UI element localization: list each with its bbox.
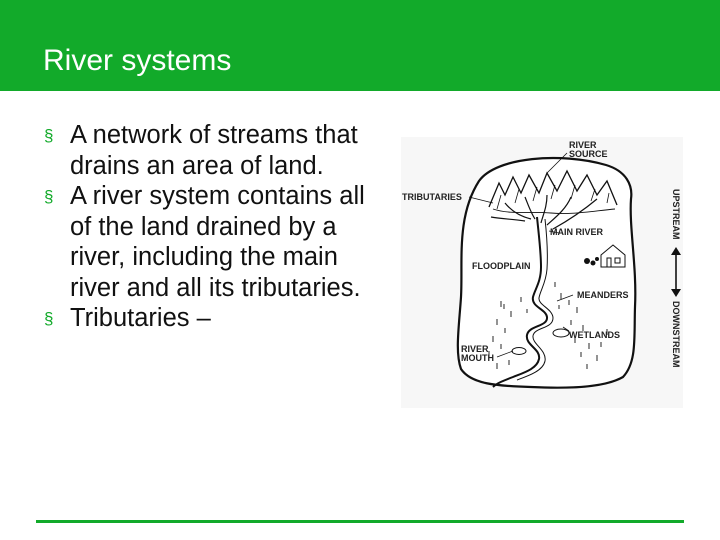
label-leaders (468, 152, 574, 358)
label-upstream: UPSTREAM (671, 189, 681, 240)
label-main-river: MAIN RIVER (550, 227, 604, 237)
slide-title: River systems (43, 44, 232, 77)
bullet-marker: § (44, 126, 54, 145)
up-down-arrow-icon (671, 247, 681, 297)
bullet-text: A river system contains all of the land … (70, 182, 365, 302)
bullet-marker: § (44, 309, 54, 328)
bullet-item: § A river system contains all of the land… (44, 181, 384, 303)
main-river (492, 216, 548, 388)
label-tributaries: TRIBUTARIES (402, 192, 462, 202)
bullet-text: Tributaries – (70, 304, 211, 332)
house-icon (600, 244, 626, 268)
bullet-item: § A network of streams that drains an are… (44, 120, 384, 181)
bottom-divider (36, 520, 684, 523)
wetland-vegetation (488, 282, 608, 369)
title-bar: River systems (0, 0, 720, 91)
bullet-item: § Tributaries – (44, 303, 384, 334)
tree-icons (584, 257, 599, 266)
label-floodplain: FLOODPLAIN (472, 261, 531, 271)
bullet-list: § A network of streams that drains an are… (44, 120, 384, 334)
label-downstream: DOWNSTREAM (671, 301, 681, 368)
tributary-streams (490, 194, 598, 230)
label-wetlands: WETLANDS (569, 330, 620, 340)
bullet-marker: § (44, 187, 54, 206)
label-meanders: MEANDERS (577, 290, 629, 300)
bullet-text: A network of streams that drains an area… (70, 121, 358, 180)
